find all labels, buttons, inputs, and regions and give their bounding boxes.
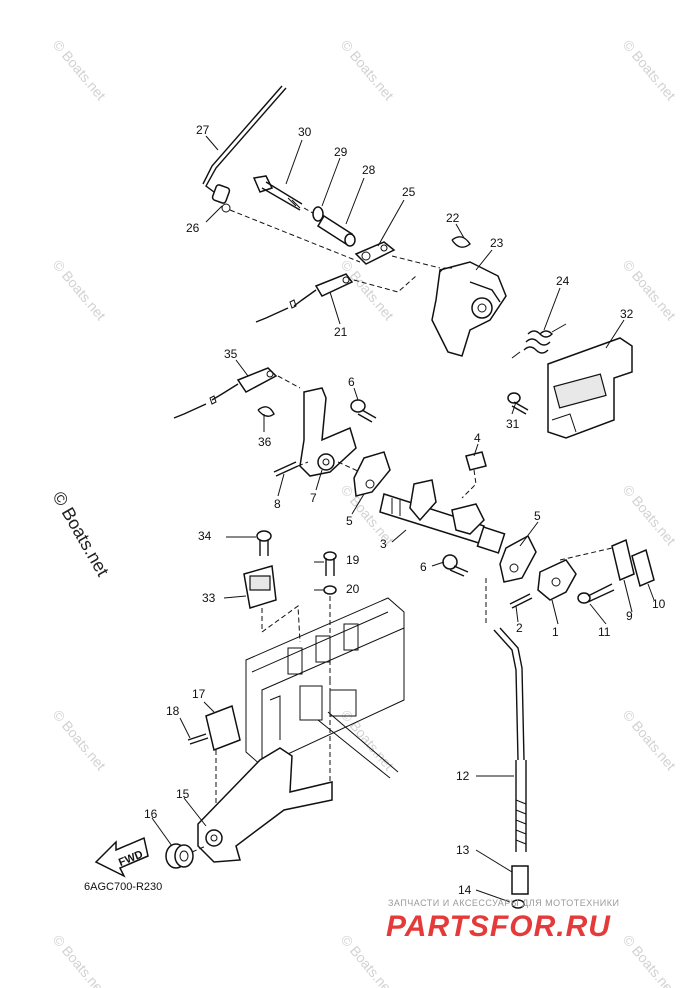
callout-32: 32 [620, 307, 634, 321]
promo-tagline: ЗАПЧАСТИ И АКСЕССУАРЫ ДЛЯ МОТОТЕХНИКИ [388, 898, 619, 908]
callouts: 27 26 30 29 28 25 22 23 24 32 21 35 6 31… [144, 123, 666, 897]
bracket-32 [547, 337, 633, 439]
bracket-15 [197, 747, 333, 863]
plate-9 [611, 538, 635, 582]
callout-35: 35 [224, 347, 238, 361]
side-watermark: © Boats.net [49, 488, 113, 580]
promo-watermark: ЗАПЧАСТИ И АКСЕССУАРЫ ДЛЯ МОТОТЕХНИКИ PA… [386, 898, 619, 943]
bolt-6-lower [442, 554, 469, 577]
callout-6b: 6 [420, 560, 427, 574]
callout-19: 19 [346, 553, 360, 567]
holder-33 [243, 565, 277, 609]
callout-30: 30 [298, 125, 312, 139]
screw-11 [577, 583, 615, 604]
washer-20 [323, 585, 337, 595]
callout-23: 23 [490, 236, 504, 250]
callout-28: 28 [362, 163, 376, 177]
callout-26: 26 [186, 221, 200, 235]
callout-33: 33 [202, 591, 216, 605]
callout-1: 1 [552, 625, 559, 639]
clip-17 [205, 704, 241, 752]
bolt-34 [256, 530, 272, 556]
bolt-19 [323, 551, 337, 576]
shift-rod-12 [493, 627, 527, 852]
callout-9: 9 [626, 609, 633, 623]
callout-14: 14 [458, 883, 472, 897]
promo-logo: PARTSFOR.RU [386, 910, 611, 943]
callout-7: 7 [310, 491, 317, 505]
spring-24 [511, 323, 567, 359]
watermark: © Boats.net [50, 257, 109, 324]
watermark: © Boats.net [620, 37, 679, 104]
lever-1 [537, 559, 577, 601]
callout-29: 29 [334, 145, 348, 159]
callout-36: 36 [258, 435, 272, 449]
callout-8: 8 [274, 497, 281, 511]
callout-10: 10 [652, 597, 666, 611]
watermark: © Boats.net [620, 932, 679, 988]
collar-5-lower [499, 534, 537, 583]
watermark: © Boats.net [50, 932, 109, 988]
callout-21: 21 [334, 325, 348, 339]
watermark: © Boats.net [50, 37, 109, 104]
shift-lever-7 [299, 387, 357, 477]
clip-36 [257, 406, 275, 417]
callout-31: 31 [506, 417, 520, 431]
callout-5b: 5 [534, 509, 541, 523]
callout-24: 24 [556, 274, 570, 288]
clip-22 [451, 236, 471, 248]
grommet-16 [165, 843, 194, 869]
washer-14 [511, 899, 525, 909]
callout-27: 27 [196, 123, 210, 137]
screw-31 [507, 392, 529, 415]
callout-18: 18 [166, 704, 180, 718]
collar-28 [316, 214, 356, 247]
rod-end-26 [211, 184, 231, 204]
watermark: © Boats.net [620, 707, 679, 774]
callout-15: 15 [176, 787, 190, 801]
callout-34: 34 [198, 529, 212, 543]
washer-29 [312, 206, 324, 222]
throttle-rod-27 [205, 87, 287, 193]
leader-lines [151, 135, 655, 903]
callout-16: 16 [144, 807, 158, 821]
throttle-cam-23 [431, 261, 507, 357]
collar-5-upper [353, 451, 391, 497]
nut-13 [511, 865, 529, 895]
callout-5a: 5 [346, 514, 353, 528]
pin-8 [273, 461, 299, 477]
fwd-arrow-icon: FWD [94, 836, 149, 878]
callout-3: 3 [380, 537, 387, 551]
watermark: © Boats.net [338, 257, 397, 324]
parts-art: FWD [94, 85, 655, 909]
callout-17: 17 [192, 687, 206, 701]
lever-25 [354, 241, 396, 265]
screw-18 [187, 733, 209, 745]
bracket-10 [631, 548, 655, 588]
shift-shaft-3 [379, 479, 506, 554]
bolt-30 [252, 175, 303, 211]
callout-22: 22 [446, 211, 460, 225]
bolt-6-top [350, 399, 377, 423]
callout-6a: 6 [348, 375, 355, 389]
callout-4: 4 [474, 431, 481, 445]
callout-13: 13 [456, 843, 470, 857]
diagram-code: 6AGC700-R230 [84, 881, 162, 893]
pin-2 [509, 593, 533, 609]
callout-2: 2 [516, 621, 523, 635]
callout-20: 20 [346, 582, 360, 596]
cable-end-35 [173, 367, 278, 419]
callout-11: 11 [598, 625, 611, 639]
callout-12: 12 [456, 769, 470, 783]
callout-25: 25 [402, 185, 416, 199]
watermark: © Boats.net [50, 707, 109, 774]
clip-4 [465, 451, 487, 471]
watermark: © Boats.net [338, 37, 397, 104]
cable-end-21 [255, 273, 354, 323]
watermark: © Boats.net [620, 482, 679, 549]
